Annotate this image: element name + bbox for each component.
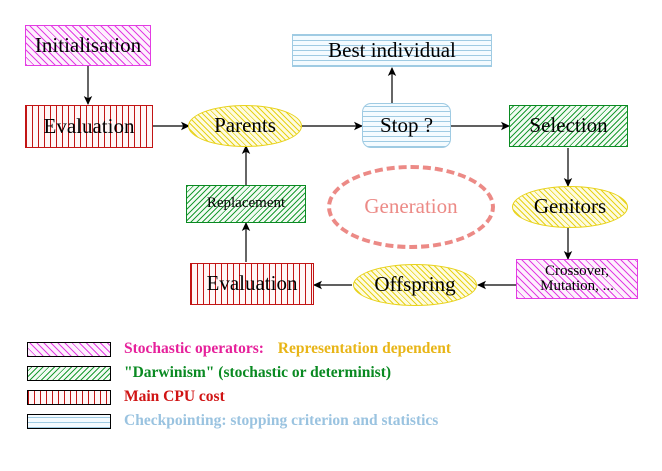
legend-label-main-cpu-cost: Main CPU cost (124, 386, 225, 408)
node-stop[interactable]: Stop ? (362, 103, 451, 148)
node-evaluation-bottom[interactable]: Evaluation (190, 263, 314, 305)
node-offspring-label: Offspring (374, 272, 456, 297)
legend-label-darwinism: "Darwinism" (stochastic or determinist) (124, 362, 391, 384)
node-selection[interactable]: Selection (509, 105, 628, 147)
legend-swatch-checkpointing (27, 414, 111, 429)
legend-row: Stochastic operators: Representation dep… (0, 338, 662, 362)
node-offspring[interactable]: Offspring (353, 264, 477, 306)
legend-text-main: Stochastic operators: (124, 340, 264, 357)
node-crossover-mutation-label: Crossover, Mutation, ... (540, 262, 614, 294)
legend: Stochastic operators: Representation dep… (0, 338, 662, 434)
node-evaluation-bottom-label: Evaluation (206, 271, 298, 296)
legend-label-checkpointing: Checkpointing: stopping criterion and st… (124, 410, 438, 432)
legend-swatch-darwinism (27, 366, 111, 381)
node-best-individual-label: Best individual (328, 37, 456, 62)
node-evaluation-top-label: Evaluation (43, 113, 135, 138)
node-stop-label: Stop ? (379, 112, 434, 137)
node-replacement[interactable]: Replacement (186, 185, 306, 223)
legend-swatch-stochastic-operators (27, 342, 111, 357)
legend-text-main: Checkpointing: stopping criterion and st… (124, 412, 439, 429)
legend-text-secondary: Representation dependent (277, 340, 452, 357)
legend-row: Main CPU cost (0, 386, 662, 410)
node-selection-label: Selection (529, 113, 608, 138)
node-crossover-mutation[interactable]: Crossover, Mutation, ... (516, 259, 638, 299)
node-initialisation-label: Initialisation (34, 32, 142, 57)
node-parents-label: Parents (214, 113, 276, 138)
node-generation-group: Generation (327, 165, 495, 249)
legend-text-main: "Darwinism" (stochastic or determinist) (124, 364, 392, 381)
legend-swatch-main-cpu-cost (27, 390, 111, 405)
node-best-individual[interactable]: Best individual (292, 34, 492, 67)
node-evaluation-top[interactable]: Evaluation (25, 105, 153, 148)
node-initialisation[interactable]: Initialisation (25, 25, 151, 66)
legend-row: Checkpointing: stopping criterion and st… (0, 410, 662, 434)
node-genitors[interactable]: Genitors (512, 186, 628, 228)
legend-row: "Darwinism" (stochastic or determinist) (0, 362, 662, 386)
node-genitors-label: Genitors (533, 194, 607, 219)
node-generation-label: Generation (364, 194, 458, 219)
legend-label-stochastic-operators: Stochastic operators: Representation dep… (124, 338, 451, 360)
node-replacement-label: Replacement (206, 195, 286, 212)
legend-text-main: Main CPU cost (124, 388, 225, 405)
node-parents[interactable]: Parents (188, 105, 302, 147)
